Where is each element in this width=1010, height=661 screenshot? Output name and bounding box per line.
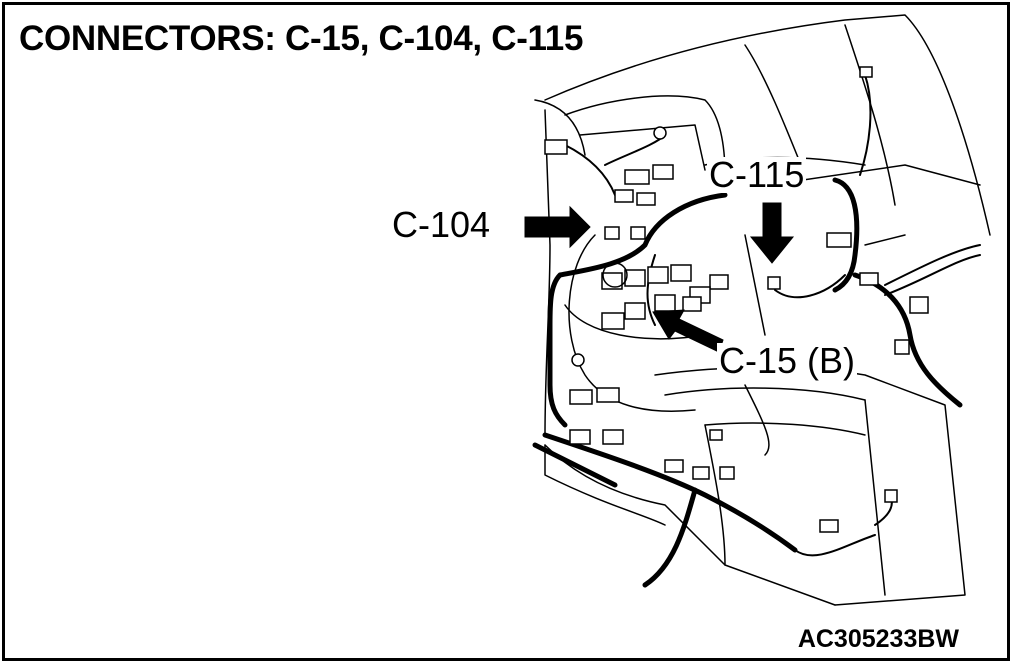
figure-id: AC305233BW xyxy=(797,625,959,653)
page-title: CONNECTORS: C-15, C-104, C-115 xyxy=(19,19,584,58)
callout-c15b: C-15 (B) xyxy=(717,340,858,381)
callout-c104: C-104 xyxy=(390,204,493,245)
dashboard-wiring-illustration xyxy=(524,14,991,606)
callout-c115: C-115 xyxy=(707,154,807,195)
